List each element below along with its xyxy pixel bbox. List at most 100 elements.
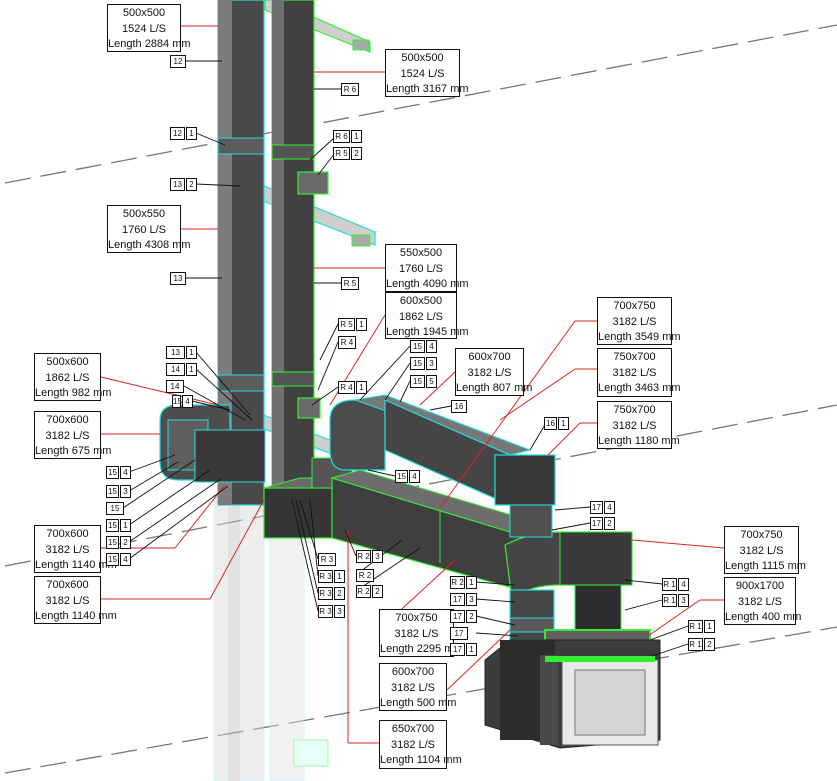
fitting-tag-index[interactable]: 1: [351, 130, 362, 143]
fitting-tag[interactable]: R 1: [688, 638, 703, 651]
duct-note-length: Length 1140 mm: [35, 610, 117, 622]
fitting-tag-index[interactable]: 4: [409, 470, 420, 483]
fitting-tag-index[interactable]: 1: [356, 318, 367, 331]
duct-note-flow: 3182 L/S: [45, 429, 90, 442]
duct-note-size: 700x750: [613, 300, 656, 312]
fitting-tag[interactable]: 17: [590, 517, 603, 530]
fitting-tag-index[interactable]: 4: [120, 553, 131, 566]
fitting-tag[interactable]: 15: [106, 536, 119, 549]
fitting-tag-index[interactable]: 2: [334, 587, 345, 600]
fitting-tag-index[interactable]: 4: [426, 340, 437, 353]
duct-note-length: Length 3549 mm: [598, 331, 681, 343]
fitting-tag[interactable]: 17: [450, 627, 468, 640]
fitting-tag[interactable]: R 5: [338, 318, 355, 331]
fitting-tag-index[interactable]: 1: [120, 519, 131, 532]
duct-note-size: 550x500: [399, 247, 443, 259]
fitting-tag[interactable]: 15: [410, 357, 425, 370]
fitting-tag[interactable]: 15: [410, 375, 425, 388]
fitting-tag[interactable]: 12: [170, 127, 185, 140]
fitting-tag-index[interactable]: 1: [186, 127, 197, 140]
fitting-tag[interactable]: 16: [544, 417, 557, 430]
fitting-tag-index[interactable]: 3: [120, 485, 131, 498]
fitting-tag[interactable]: R 5: [333, 147, 350, 160]
fitting-tag[interactable]: 14: [166, 380, 184, 393]
duct-note-size: 500x550: [122, 208, 166, 220]
fitting-tag[interactable]: 14: [166, 363, 185, 376]
fitting-tag-index[interactable]: 2: [372, 585, 383, 598]
fitting-tag-index[interactable]: 1: [558, 417, 569, 430]
fitting-tag[interactable]: 17: [450, 610, 465, 623]
fitting-tag[interactable]: 13: [170, 178, 185, 191]
fitting-tag-index[interactable]: 1: [466, 576, 477, 589]
fitting-tag-index[interactable]: 1: [334, 570, 345, 583]
fitting-tag-index[interactable]: 2: [351, 147, 362, 160]
duct-note-flow: 3182 L/S: [612, 419, 657, 432]
fitting-tag[interactable]: 15: [410, 340, 425, 353]
fitting-tag-index[interactable]: 4: [182, 395, 193, 408]
fitting-tag[interactable]: R 2: [356, 550, 371, 563]
left-branch: [159, 404, 266, 483]
fitting-tag[interactable]: 15: [106, 466, 119, 479]
fitting-tag[interactable]: R 3: [318, 570, 333, 583]
fitting-tag[interactable]: 17: [590, 501, 603, 514]
fitting-tag[interactable]: 15: [172, 395, 182, 408]
fitting-tag-index[interactable]: 3: [334, 605, 345, 618]
fitting-tag[interactable]: R 6: [341, 83, 359, 96]
fitting-tag[interactable]: R 3: [318, 605, 333, 618]
fitting-tag-index[interactable]: 2: [704, 638, 715, 651]
fitting-tag-index[interactable]: 3: [372, 550, 383, 563]
fitting-tag[interactable]: 17: [450, 593, 465, 606]
fitting-tag[interactable]: 15: [395, 470, 408, 483]
duct-note-flow: 1524 L/S: [400, 67, 445, 80]
fitting-tag[interactable]: 17: [450, 643, 465, 656]
fitting-tag[interactable]: 13: [166, 346, 185, 359]
fitting-tag[interactable]: R 1: [662, 578, 677, 591]
fitting-tag[interactable]: 15: [106, 502, 124, 515]
duct-note-length: Length 3463 mm: [598, 382, 681, 394]
fitting-tag[interactable]: R 3: [318, 587, 333, 600]
fitting-tag-index[interactable]: 2: [120, 536, 131, 549]
fitting-tag-index[interactable]: 4: [678, 578, 689, 591]
fitting-tag[interactable]: 13: [170, 272, 186, 285]
fitting-tag-index[interactable]: 2: [186, 178, 197, 191]
fitting-tag[interactable]: R 4: [338, 336, 356, 349]
fitting-tag[interactable]: R 6: [333, 130, 350, 143]
fitting-tag[interactable]: R 3: [318, 553, 336, 566]
fitting-tag[interactable]: R 2: [450, 576, 465, 589]
tag-leaders: [122, 60, 689, 657]
fitting-tag[interactable]: R 2: [356, 569, 374, 582]
fitting-tag-index[interactable]: 1: [356, 381, 367, 394]
fitting-tag[interactable]: 16: [451, 400, 467, 413]
fitting-tag[interactable]: R 4: [338, 381, 355, 394]
fitting-tag[interactable]: 15: [106, 485, 119, 498]
fitting-tag[interactable]: 15: [106, 519, 119, 532]
fitting-tag[interactable]: R 1: [688, 620, 703, 633]
fitting-tag-index[interactable]: 1: [186, 346, 197, 359]
fitting-tag[interactable]: R 2: [356, 585, 371, 598]
fitting-tag[interactable]: R 5: [341, 277, 359, 290]
fitting-tag[interactable]: 15: [106, 553, 119, 566]
fitting-tag-index[interactable]: 3: [466, 593, 477, 606]
fitting-tag-index[interactable]: 1: [704, 620, 715, 633]
duct-note-length: Length 4308 mm: [108, 239, 191, 251]
fitting-tag-index[interactable]: 3: [426, 357, 437, 370]
duct-note-flow: 3182 L/S: [390, 681, 436, 694]
fitting-tag-index[interactable]: 3: [678, 594, 689, 607]
fitting-tag[interactable]: R 1: [662, 594, 677, 607]
fitting-tag-index[interactable]: 2: [466, 610, 477, 623]
duct-note-size: 500x500: [122, 7, 166, 19]
fitting-tag-index[interactable]: 1: [466, 643, 477, 656]
fitting-tag-index[interactable]: 4: [120, 466, 131, 479]
fitting-tag-index[interactable]: 1: [186, 363, 197, 376]
fitting-tag-index[interactable]: 5: [426, 375, 437, 388]
duct-note-size: 750x700: [613, 404, 656, 416]
duct-note-length: Length 500 mm: [380, 697, 457, 709]
fitting-tag-index[interactable]: 2: [604, 517, 615, 530]
fitting-tag[interactable]: 12: [170, 55, 186, 68]
fitting-tag-index[interactable]: 4: [604, 501, 615, 514]
